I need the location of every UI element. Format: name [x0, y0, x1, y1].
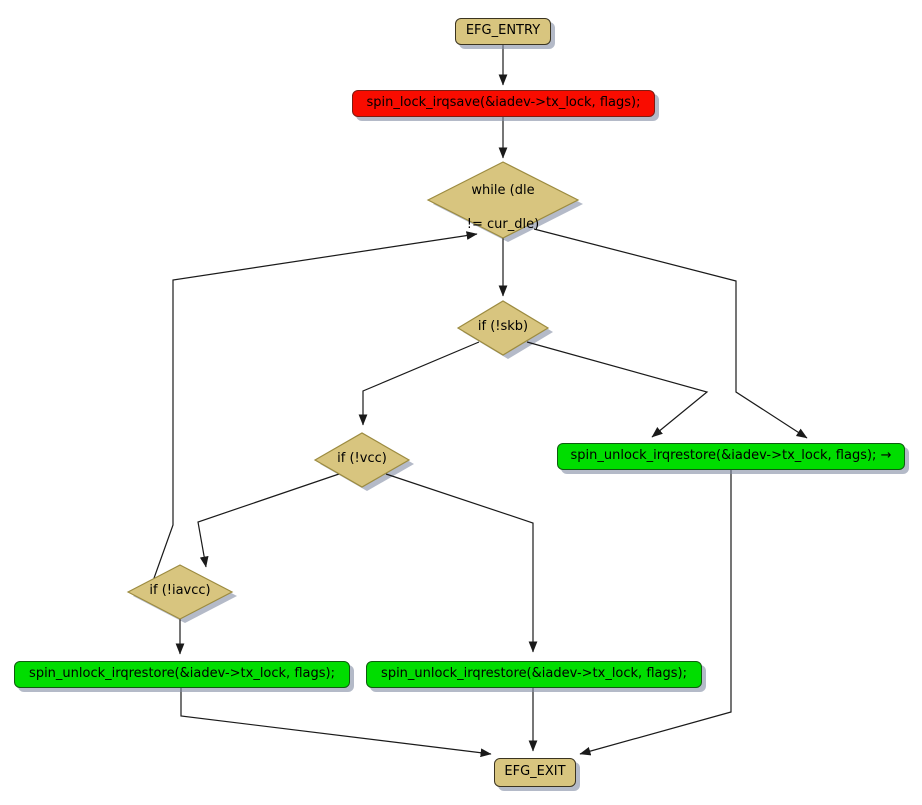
edge-vcc-to-iavcc: [197, 473, 340, 568]
exit-label: EFG_EXIT: [504, 764, 566, 780]
edge-iavcc-loopback-to-while: [152, 231, 478, 582]
exit-node: EFG_EXIT: [494, 758, 576, 787]
spin-lock-node: spin_lock_irqsave(&iadev->tx_lock, flags…: [352, 90, 655, 117]
unlock-bottom-left-node: spin_unlock_irqrestore(&iadev->tx_lock, …: [14, 661, 350, 688]
unlock-top-right-node: spin_unlock_irqrestore(&iadev->tx_lock, …: [557, 443, 905, 470]
unlock-bottom-mid-node: spin_unlock_irqrestore(&iadev->tx_lock, …: [366, 661, 702, 688]
unlock-bottom-left-label: spin_unlock_irqrestore(&iadev->tx_lock, …: [29, 666, 335, 682]
vcc-decision-diamond: [313, 432, 411, 488]
unlock-top-right-label: spin_unlock_irqrestore(&iadev->tx_lock, …: [570, 448, 892, 464]
entry-label: EFG_ENTRY: [465, 23, 541, 39]
edge-unlock-right-to-exit: [579, 470, 732, 756]
edge-skb-to-unlock-right: [526, 341, 709, 438]
edge-vcc-to-unlock-mid: [385, 473, 538, 653]
spin-lock-label: spin_lock_irqsave(&iadev->tx_lock, flags…: [366, 95, 641, 111]
entry-node: EFG_ENTRY: [455, 18, 551, 45]
while-decision-diamond: [426, 161, 580, 239]
edge-while-to-unlock-right: [533, 228, 808, 439]
edge-unlock-left-to-exit: [180, 688, 492, 758]
iavcc-decision-diamond: [126, 564, 234, 620]
edge-skb-to-vcc: [358, 341, 480, 426]
unlock-bottom-mid-label: spin_unlock_irqrestore(&iadev->tx_lock, …: [381, 666, 687, 682]
skb-decision-diamond: [456, 300, 550, 356]
